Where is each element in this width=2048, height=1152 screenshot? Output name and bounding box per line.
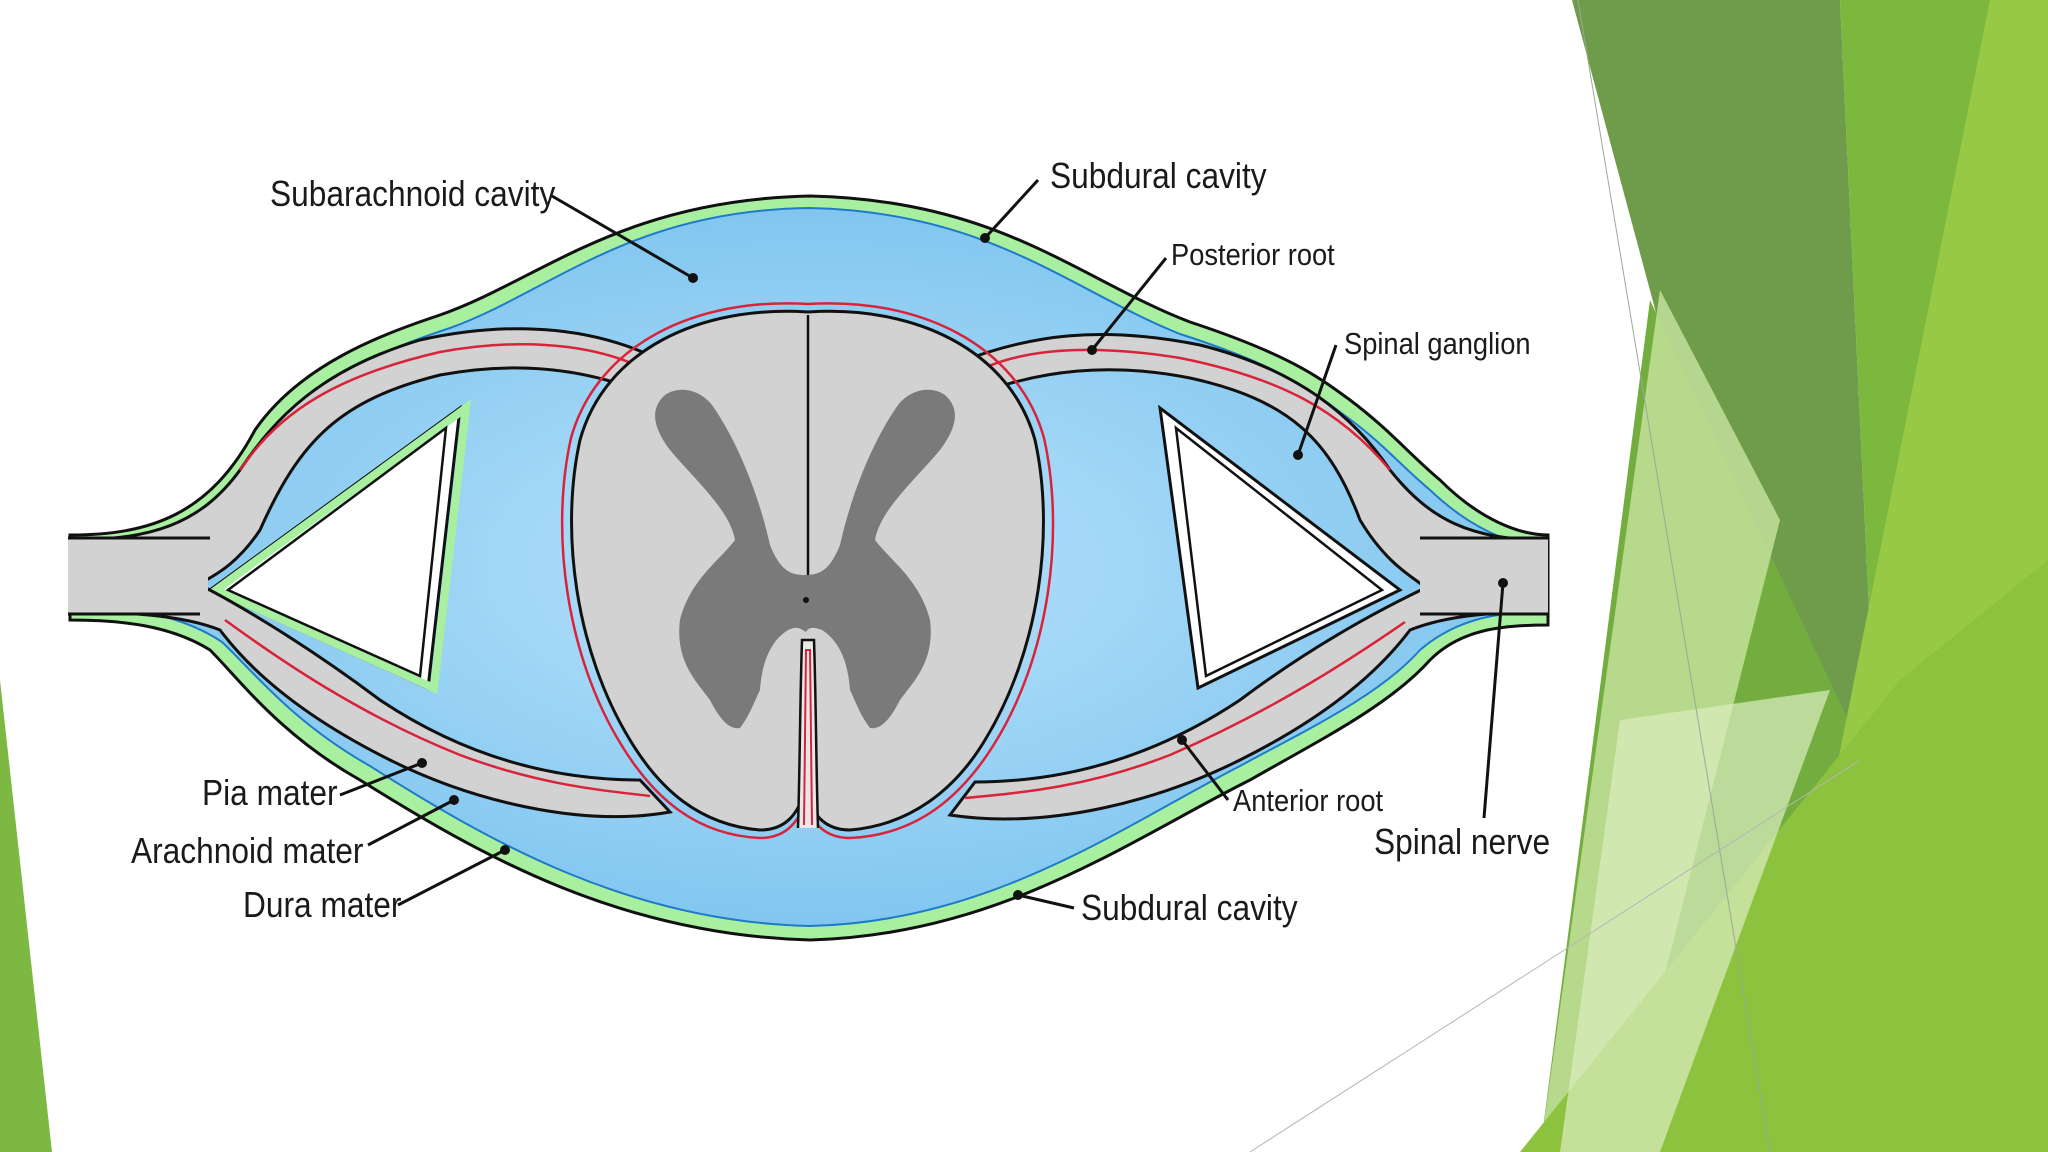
dot-anterior-root (1177, 735, 1187, 745)
label-dura-mater: Dura mater (243, 884, 402, 925)
left-root-pia-line (238, 343, 651, 471)
dot-spinal-nerve (1498, 578, 1508, 588)
right-spinal-nerve (1420, 538, 1548, 614)
leader-lines (339, 178, 1505, 910)
leader-pia (339, 761, 423, 797)
fissure-pia (803, 649, 813, 826)
dot-subdural-top (980, 233, 990, 243)
label-subdural-cavity-bottom: Subdural cavity (1081, 887, 1298, 928)
dot-dura (500, 845, 510, 855)
leader-dots (417, 233, 1508, 900)
left-triangle-inner (225, 425, 448, 678)
right-triangle-inner (1174, 425, 1385, 678)
gray-matter (655, 389, 955, 729)
leader-spinal-ganglion (1296, 344, 1338, 456)
leader-subarachnoid (551, 194, 694, 280)
dot-posterior-root (1087, 345, 1097, 355)
decor-line-1 (1577, 0, 1771, 1152)
dot-pia (417, 758, 427, 768)
dot-spinal-ganglion (1293, 450, 1303, 460)
label-subdural-cavity-top: Subdural cavity (1050, 155, 1267, 196)
leader-spinal-nerve (1482, 582, 1505, 819)
decor-line-2 (1249, 759, 1861, 1152)
leader-subdural-bottom (1017, 893, 1075, 910)
leader-arachnoid (367, 798, 455, 847)
anterior-median-fissure (796, 638, 820, 829)
leader-anterior-root (1180, 739, 1230, 801)
left-green-shard (0, 680, 52, 1152)
dot-subdural-bottom (1013, 890, 1023, 900)
label-posterior-root: Posterior root (1171, 237, 1335, 272)
central-canal (803, 597, 809, 603)
leader-posterior-root (1090, 257, 1168, 351)
label-anterior-root: Anterior root (1233, 783, 1384, 818)
left-spinal-nerve (68, 538, 208, 614)
dot-subarachnoid (688, 273, 698, 283)
right-pale-shard (1560, 690, 1830, 1152)
label-spinal-ganglion: Spinal ganglion (1344, 326, 1531, 361)
label-subarachnoid-cavity: Subarachnoid cavity (270, 173, 556, 214)
label-pia-mater: Pia mater (202, 772, 338, 813)
left-root-pia-line-lower (224, 618, 651, 798)
dot-arachnoid (449, 795, 459, 805)
right-root-pia-line-lower (964, 620, 1406, 800)
label-spinal-nerve: Spinal nerve (1374, 821, 1551, 862)
left-triangle-dura (208, 399, 472, 694)
label-arachnoid-mater: Arachnoid mater (131, 830, 364, 871)
leader-subdural-top (983, 178, 1040, 240)
right-root-pia-line (964, 348, 1391, 471)
leader-dura (397, 848, 506, 907)
